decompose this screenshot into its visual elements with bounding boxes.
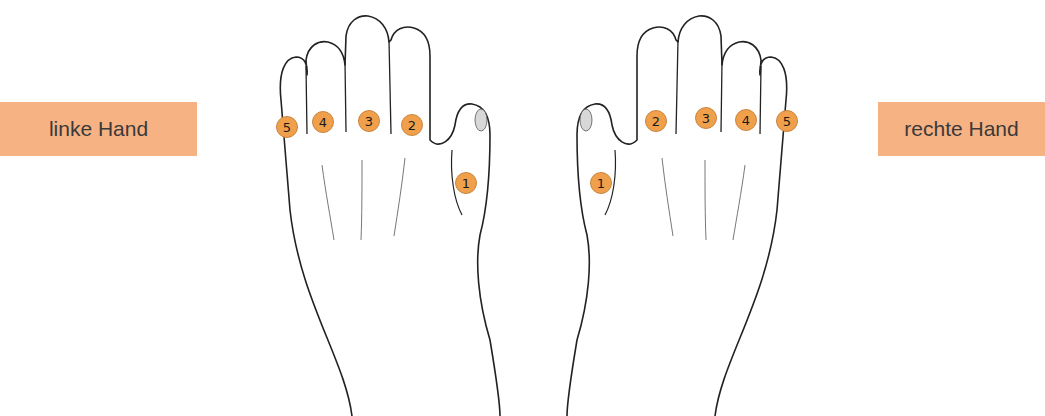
finger-number-circle: 1 xyxy=(455,172,477,194)
finger-number-circle: 5 xyxy=(776,110,798,132)
finger-number-circle: 3 xyxy=(358,110,380,132)
hand-label-box: rechte Hand xyxy=(878,102,1045,156)
finger-number-circle: 4 xyxy=(735,109,757,131)
finger-number: 1 xyxy=(462,177,470,190)
finger-number-circle: 3 xyxy=(695,107,717,129)
finger-number: 4 xyxy=(319,116,327,129)
finger-number: 2 xyxy=(652,115,660,128)
finger-number: 5 xyxy=(783,115,791,128)
hand-label: rechte Hand xyxy=(904,117,1018,141)
hand-label: linke Hand xyxy=(49,117,148,141)
finger-number-circle: 2 xyxy=(401,114,423,136)
finger-number: 2 xyxy=(408,119,416,132)
finger-number: 3 xyxy=(365,115,373,128)
finger-number-circle: 4 xyxy=(312,111,334,133)
finger-number-circle: 5 xyxy=(276,116,298,138)
finger-number: 5 xyxy=(283,121,291,134)
finger-number-circle: 2 xyxy=(645,110,667,132)
finger-number: 1 xyxy=(597,177,605,190)
left-hand xyxy=(280,16,500,416)
finger-number: 3 xyxy=(702,112,710,125)
right-hand xyxy=(567,16,787,416)
hand-label-box: linke Hand xyxy=(0,102,197,156)
finger-number-circle: 1 xyxy=(590,172,612,194)
finger-number: 4 xyxy=(742,114,750,127)
